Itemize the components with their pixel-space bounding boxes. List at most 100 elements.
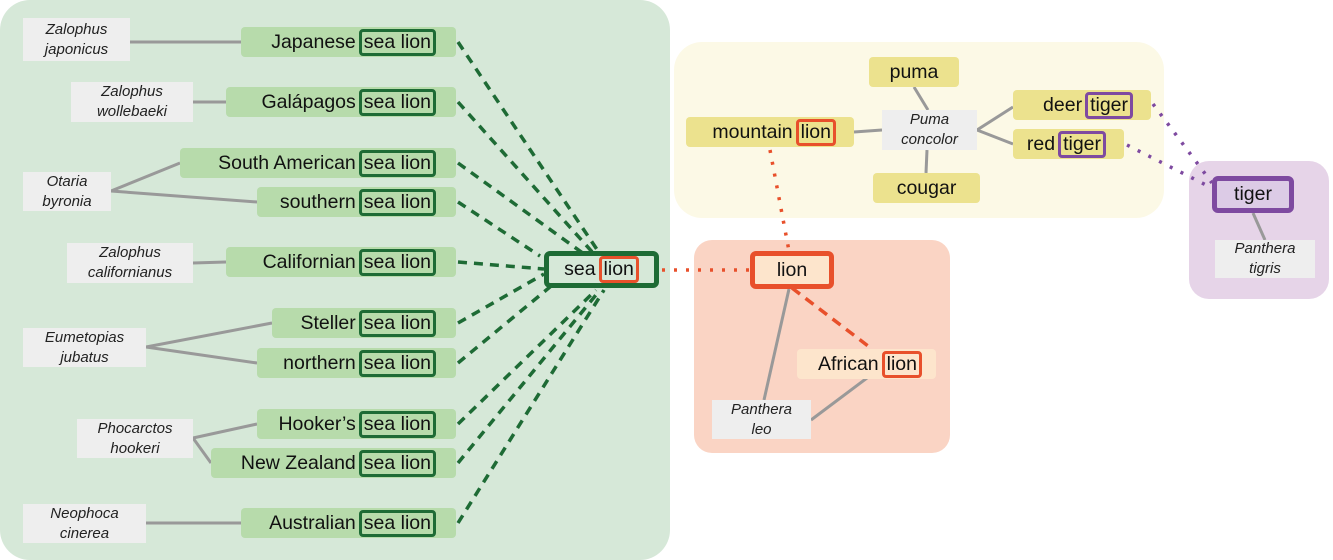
node-mountain-lion: mountain lion [686,117,854,147]
node-deer-tiger: deer tiger [1013,90,1151,120]
name-prefix: New Zealand [240,451,356,474]
node-cougar: cougar [873,173,980,203]
similarity-link [456,289,606,524]
head-noun-highlight: sea lion [358,449,436,477]
hub-tiger: tiger [1212,176,1294,213]
head-noun-highlight: sea lion [358,248,436,276]
species-link [145,321,273,349]
species-genus: Zalophus [45,20,108,38]
species-link [976,105,1014,132]
name-prefix: Australian [269,511,356,534]
name-prefix: South American [218,151,356,174]
species-epithet: cinerea [59,524,110,542]
tiger-head-link [1151,102,1214,185]
node-japanese-sea-lion: Japanese sea lion [241,27,456,57]
species-epithet: japonicus [44,40,109,58]
hub-lion: lion [750,251,834,289]
species-zalophus-japonicus: Zalophus japonicus [23,18,130,61]
species-zalophus-californianus: Zalophus californianus [67,243,193,283]
name-prefix: northern [283,351,356,374]
species-epithet: byronia [42,192,92,210]
species-link [110,189,258,204]
head-noun-highlight: sea lion [358,28,436,56]
hub-prefix: sea [564,258,596,280]
name-prefix: African [817,352,879,375]
species-panthera-leo: Panthera leo [712,400,811,439]
species-link [1251,212,1267,241]
node-australian-sea-lion: Australian sea lion [241,508,456,538]
species-link [912,86,930,111]
head-noun-highlight: sea lion [358,88,436,116]
lion-head-link [790,286,874,351]
species-link [976,128,1014,146]
species-link [110,161,181,193]
species-link [191,437,213,464]
species-genus: Zalophus [99,244,161,261]
name-prefix: Japanese [271,30,356,53]
species-genus: Panthera [1234,240,1296,257]
similarity-link [457,260,545,271]
name-prefix: mountain [712,120,793,143]
node-californian-sea-lion: Californian sea lion [226,247,456,277]
species-genus: Eumetopias [44,328,125,346]
species-zalophus-wollebaeki: Zalophus wollebaeki [71,82,193,122]
name-label: cougar [896,176,957,199]
head-noun-highlight: sea lion [358,149,436,177]
hub-label: lion [776,258,808,281]
species-link [810,376,868,422]
species-genus: Neophoca [50,504,119,522]
name-prefix: Hooker’s [278,412,356,435]
species-panthera-tigris: Panthera tigris [1215,240,1315,278]
name-prefix: Galápagos [261,90,356,113]
lion-head-link [768,149,791,252]
similarity-link [457,272,545,325]
similarity-link [456,100,596,256]
species-neophoca-cinerea: Neophoca cinerea [23,504,146,543]
node-northern-sea-lion: northern sea lion [257,348,456,378]
hub-sea-lion: sea lion [544,251,659,288]
similarity-link [456,288,598,426]
node-puma: puma [869,57,959,87]
species-puma-concolor: Puma concolor [882,110,977,150]
head-noun-highlight: sea lion [358,509,436,537]
node-african-lion: African lion [797,349,936,379]
hub-label: tiger [1234,183,1272,205]
species-epithet: jubatus [60,348,109,366]
species-genus: Zalophus [101,83,163,100]
name-prefix: deer [1043,93,1083,116]
species-otaria-byronia: Otaria byronia [23,172,111,211]
species-epithet: tigris [1249,260,1281,277]
species-genus: Phocarctos [97,419,173,437]
head-noun-highlight: lion [598,256,639,283]
species-link [192,260,227,265]
species-epithet: wollebaeki [96,103,168,120]
name-prefix: red [1026,132,1056,155]
node-steller-sea-lion: Steller sea lion [272,308,456,338]
node-red-tiger: red tiger [1013,129,1124,159]
name-prefix: Steller [300,311,356,334]
similarity-link [456,288,602,465]
similarity-link [456,41,602,255]
species-link [145,345,258,365]
species-epithet: californianus [87,264,173,281]
head-noun-highlight: sea lion [358,188,436,216]
head-noun-highlight: sea lion [358,410,436,438]
species-genus: Puma [909,111,950,128]
head-noun-highlight: lion [795,118,836,146]
similarity-link [456,280,558,365]
species-genus: Panthera [731,400,792,418]
node-southern-sea-lion: southern sea lion [257,187,456,217]
name-prefix: southern [279,190,356,213]
name-prefix: Californian [262,250,356,273]
head-noun-highlight: sea lion [358,349,436,377]
node-new-zealand-sea-lion: New Zealand sea lion [211,448,456,478]
head-noun-highlight: sea lion [358,309,436,337]
name-label: puma [889,60,939,83]
species-epithet: concolor [901,131,958,148]
node-south-american-sea-lion: South American sea lion [180,148,456,178]
species-phocarctos-hookeri: Phocarctos hookeri [77,419,193,458]
species-link [924,149,929,174]
node-hookers-sea-lion: Hooker’s sea lion [257,409,456,439]
species-epithet: leo [751,420,772,438]
